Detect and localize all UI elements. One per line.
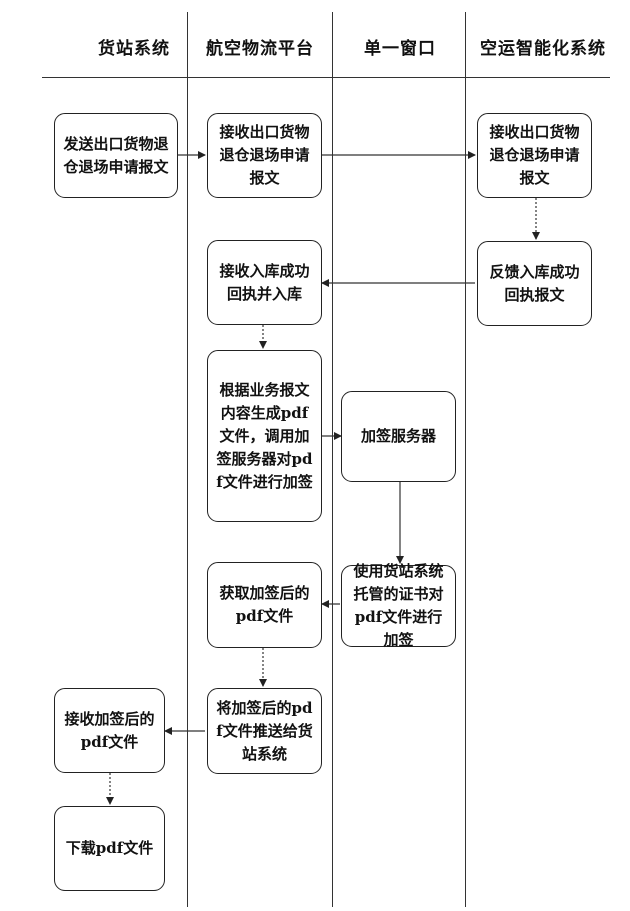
step-station-receive-pdf: 接收加签后的pdf文件	[54, 688, 165, 773]
step-platform-receive-request: 接收出口货物退仓退场申请报文	[207, 113, 322, 198]
step-air-receive-request: 接收出口货物退仓退场申请报文	[477, 113, 592, 198]
step-send-request: 发送出口货物退仓退场申请报文	[54, 113, 178, 198]
step-sign-with-cert: 使用货站系统托管的证书对pdf文件进行加签	[341, 565, 456, 647]
step-generate-pdf: 根据业务报文内容生成pdf文件，调用加签服务器对pdf文件进行加签	[207, 350, 322, 522]
step-get-signed-pdf: 获取加签后的pdf文件	[207, 562, 322, 648]
step-push-pdf: 将加签后的pdf文件推送给货站系统	[207, 688, 322, 774]
step-feedback-receipt: 反馈入库成功回执报文	[477, 241, 592, 326]
step-sign-server: 加签服务器	[341, 391, 456, 482]
step-download-pdf: 下载pdf文件	[54, 806, 165, 891]
step-receive-receipt: 接收入库成功回执并入库	[207, 240, 322, 325]
